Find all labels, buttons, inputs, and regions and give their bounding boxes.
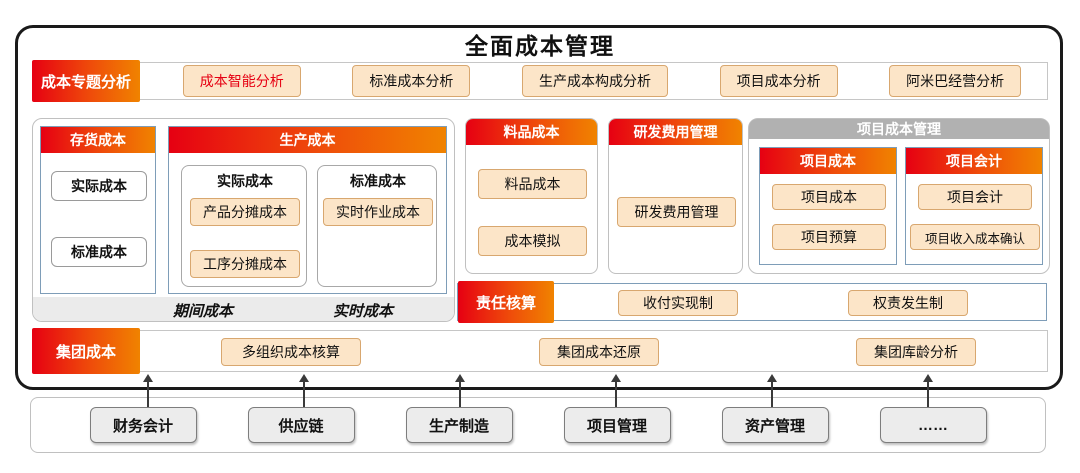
production-item: 产品分摊成本 [190, 198, 300, 226]
topic-item: 标准成本分析 [352, 65, 471, 97]
up-arrow-icon [611, 374, 621, 382]
project-cost-panel: 项目成本管理 项目成本 项目成本 项目预算 项目会计 项目会计 项目收入成本确认 [748, 118, 1050, 274]
topic-row-label: 成本专题分析 [32, 60, 140, 102]
core-footer-strip: 期间成本 实时成本 [33, 297, 454, 321]
material-cost-box: 料品成本 料品成本 成本模拟 [465, 118, 598, 274]
realtime-cost-label: 实时成本 [332, 302, 393, 320]
rnd-item: 研发费用管理 [617, 197, 736, 227]
group-cost-row: 多组织成本核算 集团成本还原 集团库龄分析 [32, 330, 1048, 372]
project-accounting-header: 项目会计 [906, 148, 1042, 174]
project-item: 项目预算 [772, 224, 886, 250]
responsibility-item: 权责发生制 [848, 290, 968, 316]
project-item: 项目会计 [918, 184, 1032, 210]
project-cost-panel-header: 项目成本管理 [749, 119, 1049, 139]
inventory-cost-header: 存货成本 [41, 127, 155, 153]
arrow-line [303, 380, 305, 407]
arrow-line [771, 380, 773, 407]
system-box: 供应链 [247, 407, 355, 443]
arrow-line [459, 380, 461, 407]
production-item: 工序分摊成本 [190, 250, 300, 278]
system-box: …… [879, 407, 987, 443]
rnd-expense-box: 研发费用管理 研发费用管理 [608, 118, 743, 274]
responsibility-row-label: 责任核算 [458, 281, 554, 323]
system-box: 资产管理 [721, 407, 829, 443]
material-item: 料品成本 [478, 169, 587, 199]
topic-item: 生产成本构成分析 [521, 65, 668, 97]
arrow-line [927, 380, 929, 407]
arrow-line [615, 380, 617, 407]
project-cost-box: 项目成本 项目成本 项目预算 [759, 147, 897, 265]
up-arrow-icon [767, 374, 777, 382]
up-arrow-icon [455, 374, 465, 382]
responsibility-row: 收付实现制 权责发生制 [457, 283, 1047, 321]
standard-cost-group-title: 标准成本 [350, 173, 406, 189]
actual-cost-group: 实际成本 产品分摊成本 工序分摊成本 [181, 165, 307, 287]
source-systems-row: 财务会计 供应链 生产制造 项目管理 资产管理 …… [30, 397, 1046, 453]
system-box: 项目管理 [563, 407, 671, 443]
period-cost-label: 期间成本 [172, 302, 233, 320]
standard-cost-group: 标准成本 实时作业成本 [317, 165, 437, 287]
group-item: 集团成本还原 [539, 338, 659, 366]
topic-item: 阿米巴经营分析 [889, 65, 1022, 97]
up-arrow-icon [299, 374, 309, 382]
project-item: 项目成本 [772, 184, 886, 210]
topic-item: 项目成本分析 [719, 65, 838, 97]
production-cost-box: 生产成本 实际成本 产品分摊成本 工序分摊成本 标准成本 实时作业成本 [168, 126, 447, 294]
group-item: 多组织成本核算 [221, 338, 361, 366]
topic-item: 成本智能分析 [182, 65, 301, 97]
diagram-title: 全面成本管理 [465, 33, 615, 59]
rnd-expense-header: 研发费用管理 [609, 119, 742, 145]
inventory-cost-box: 存货成本 实际成本 标准成本 [40, 126, 156, 294]
up-arrow-icon [143, 374, 153, 382]
inventory-item: 实际成本 [51, 171, 147, 201]
arrow-line [147, 380, 149, 407]
system-box: 生产制造 [405, 407, 513, 443]
up-arrow-icon [923, 374, 933, 382]
material-item: 成本模拟 [478, 226, 587, 256]
production-cost-header: 生产成本 [169, 127, 446, 153]
project-cost-header: 项目成本 [760, 148, 896, 174]
responsibility-item: 收付实现制 [618, 290, 738, 316]
inventory-item: 标准成本 [51, 237, 147, 267]
system-box: 财务会计 [89, 407, 197, 443]
topic-row: 成本智能分析 标准成本分析 生产成本构成分析 项目成本分析 阿米巴经营分析 [36, 62, 1048, 100]
material-cost-header: 料品成本 [466, 119, 597, 145]
production-item: 实时作业成本 [323, 198, 433, 226]
project-accounting-box: 项目会计 项目会计 项目收入成本确认 [905, 147, 1043, 265]
group-cost-row-label: 集团成本 [32, 328, 140, 374]
group-item: 集团库龄分析 [856, 338, 976, 366]
actual-cost-group-title: 实际成本 [217, 173, 273, 189]
project-item: 项目收入成本确认 [910, 224, 1040, 250]
